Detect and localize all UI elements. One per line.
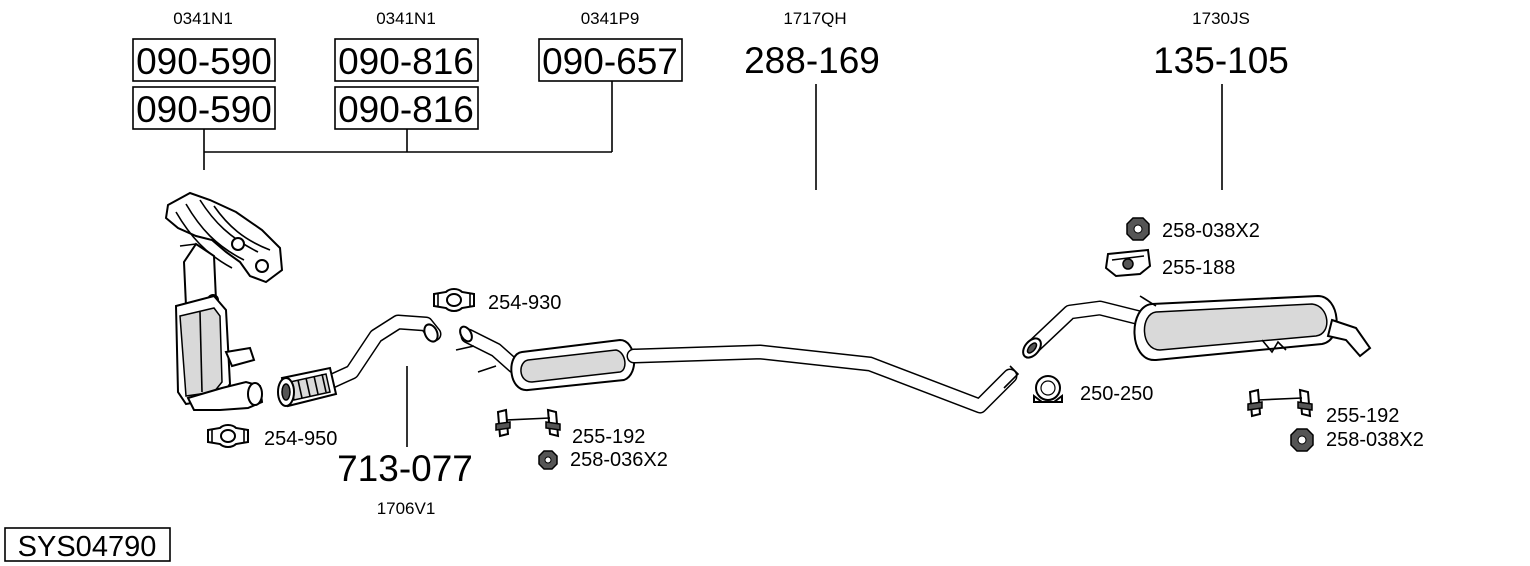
fitting-label-nut-rear-top: 258-038X2 bbox=[1162, 220, 1260, 242]
part-number-front-pipe[interactable]: 713-077 bbox=[337, 448, 473, 489]
fitting-label-hanger-rear: 255-192 bbox=[1326, 405, 1399, 427]
hanger-icon[interactable] bbox=[495, 408, 561, 438]
part-number-manifold-b-top: 090-816 bbox=[338, 41, 474, 82]
fitting-label-clamp-mid: 254-930 bbox=[488, 292, 561, 314]
fitting-label-hanger-rear-top: 255-188 bbox=[1162, 257, 1235, 279]
part-number-manifold-a-top: 090-590 bbox=[136, 41, 272, 82]
nut-icon[interactable] bbox=[538, 450, 558, 470]
part-number-rear[interactable]: 135-105 bbox=[1153, 40, 1289, 81]
exhaust-manifold[interactable] bbox=[164, 191, 284, 314]
part-number-manifold-c: 090-657 bbox=[542, 41, 678, 82]
clamp-icon[interactable] bbox=[433, 288, 475, 312]
part-box-manifold-a-top[interactable]: 090-590 bbox=[132, 38, 276, 82]
part-number-manifold-a-bottom: 090-590 bbox=[136, 89, 272, 130]
flex-section bbox=[277, 366, 338, 408]
part-box-manifold-c[interactable]: 090-657 bbox=[538, 38, 683, 82]
middle-silencer-section[interactable] bbox=[455, 325, 1020, 414]
oe-code-manifold-b: 0341N1 bbox=[376, 9, 436, 28]
clamp-icon[interactable] bbox=[1033, 375, 1063, 403]
fitting-label-nut-rear: 258-038X2 bbox=[1326, 429, 1424, 451]
oe-code-middle: 1717QH bbox=[783, 9, 846, 28]
diagram-id-box: SYS04790 bbox=[4, 527, 171, 563]
rear-silencer-section[interactable] bbox=[1020, 294, 1372, 362]
hanger-icon[interactable] bbox=[1247, 388, 1313, 418]
oe-code-manifold-c: 0341P9 bbox=[581, 9, 640, 28]
part-number-manifold-b-bottom: 090-816 bbox=[338, 89, 474, 130]
front-pipe[interactable] bbox=[277, 314, 442, 408]
diagram-id: SYS04790 bbox=[18, 531, 157, 563]
part-number-middle[interactable]: 288-169 bbox=[744, 40, 880, 81]
oe-code-front-pipe: 1706V1 bbox=[377, 499, 436, 518]
clamp-icon[interactable] bbox=[207, 424, 249, 448]
part-box-manifold-a-bottom[interactable]: 090-590 bbox=[132, 86, 276, 130]
part-box-manifold-b-bottom[interactable]: 090-816 bbox=[334, 86, 479, 130]
nut-icon[interactable] bbox=[1126, 217, 1150, 241]
fitting-label-hanger-mid: 255-192 bbox=[572, 426, 645, 448]
hanger-icon[interactable] bbox=[1104, 248, 1152, 278]
part-box-manifold-b-top[interactable]: 090-816 bbox=[334, 38, 479, 82]
oe-code-rear: 1730JS bbox=[1192, 9, 1250, 28]
fitting-label-nut-mid: 258-036X2 bbox=[570, 449, 668, 471]
fitting-label-clamp-rear: 250-250 bbox=[1080, 383, 1153, 405]
fitting-label-clamp-front: 254-950 bbox=[264, 428, 337, 450]
manifold-leader-lines bbox=[203, 81, 613, 170]
nut-icon[interactable] bbox=[1290, 428, 1314, 452]
catalytic-converter[interactable] bbox=[174, 294, 264, 411]
oe-code-manifold-a: 0341N1 bbox=[173, 9, 233, 28]
